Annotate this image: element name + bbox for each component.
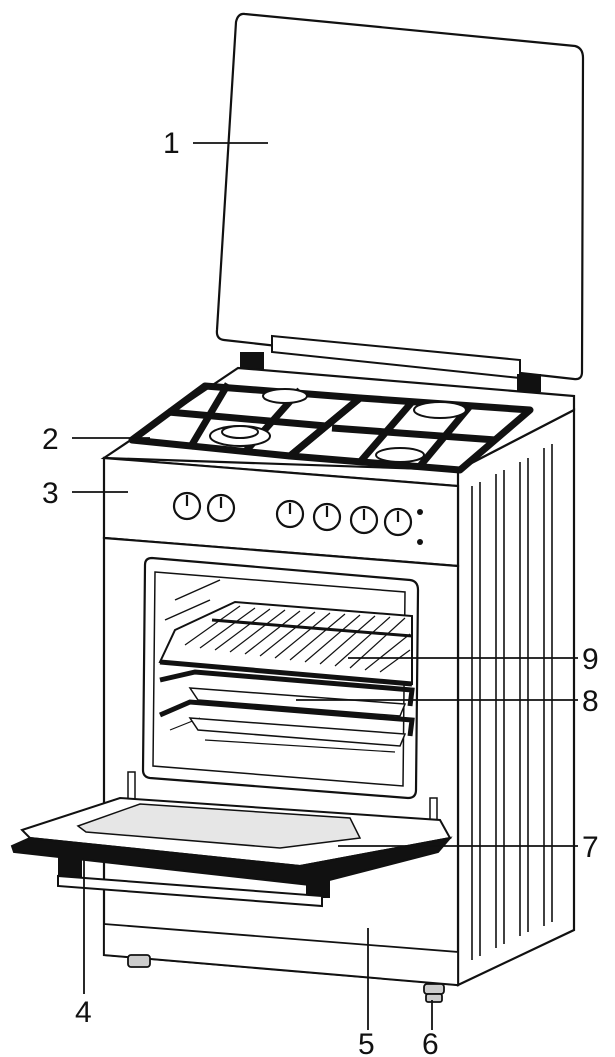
lid <box>215 12 585 392</box>
callout-4: 4 <box>75 996 92 1029</box>
wire-shelf <box>158 600 413 687</box>
callout-8: 8 <box>582 685 599 718</box>
control-knobs <box>172 491 413 537</box>
callout-1: 1 <box>163 127 180 160</box>
callout-9: 9 <box>582 643 599 676</box>
callout-3: 3 <box>42 477 59 510</box>
indicator-light <box>417 509 423 515</box>
burners <box>209 388 467 463</box>
indicator-light <box>417 539 423 545</box>
oven-front <box>10 536 460 1003</box>
callout-7: 7 <box>582 831 599 864</box>
leader-lines <box>72 142 578 1030</box>
baking-tray <box>159 669 415 747</box>
adjustable-feet <box>127 954 445 1003</box>
pan-supports <box>128 382 534 474</box>
lid-hinge-right <box>517 374 541 392</box>
oven-door <box>10 771 453 898</box>
callout-2: 2 <box>42 423 59 456</box>
callout-6: 6 <box>422 1028 439 1057</box>
cooker-side-panel <box>456 408 576 987</box>
storage-drawer <box>103 923 459 986</box>
callout-5: 5 <box>358 1028 375 1057</box>
callout-labels: 1 2 3 4 5 6 7 8 9 <box>42 127 599 1057</box>
hob <box>100 366 576 488</box>
lid-hinge-left <box>240 352 264 370</box>
door-handle <box>57 874 323 908</box>
